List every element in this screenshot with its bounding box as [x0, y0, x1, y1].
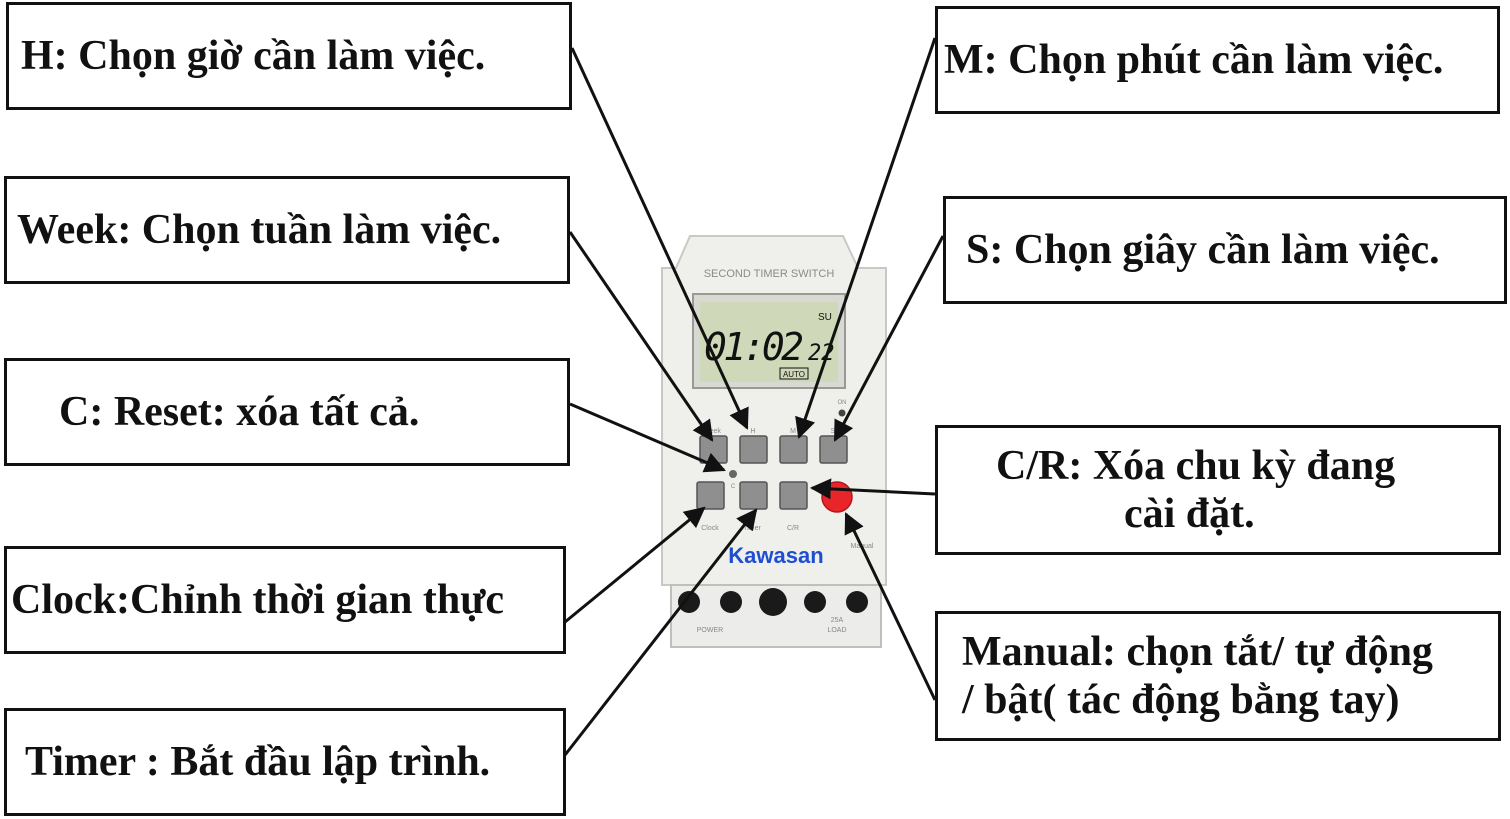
- label-c: C: Reset: xóa tất cả.: [4, 358, 570, 466]
- terminal-2: [720, 591, 742, 613]
- brand-logo: Kawasan: [728, 543, 823, 568]
- lcd-time: 01:02: [704, 325, 804, 369]
- label-c-small: C: [731, 484, 736, 490]
- arrow-s: [833, 235, 945, 442]
- label-h-small: H: [750, 428, 755, 435]
- arrow-clock: [564, 506, 706, 624]
- indicator-led: [838, 409, 846, 417]
- label-week-text: Week: Chọn tuần làm việc.: [17, 206, 502, 253]
- label-s-text: S: Chọn giây cần làm việc.: [966, 226, 1440, 273]
- label-h: H: Chọn giờ cần làm việc.: [6, 2, 572, 110]
- label-cr-text-1: C/R: Xóa chu kỳ đang: [996, 442, 1396, 489]
- label-s-small: S: [831, 428, 836, 435]
- label-timer-text: Timer : Bắt đầu lập trình.: [25, 738, 491, 785]
- arrow-cr: [809, 478, 936, 500]
- device-title: SECOND TIMER SWITCH: [704, 268, 835, 280]
- label-week: Week: Chọn tuần làm việc.: [4, 176, 570, 284]
- label-manual: Manual: chọn tắt/ tự động / bật( tác độn…: [935, 611, 1501, 741]
- clock-button[interactable]: [696, 481, 725, 510]
- arrow-manual: [844, 512, 937, 701]
- lcd-screen: [700, 302, 838, 382]
- arrow-m: [795, 37, 937, 439]
- lcd-mode-box: [779, 367, 809, 380]
- label-cr-text-2: cài đặt.: [1124, 491, 1255, 537]
- terminal-rating-label: 25A: [831, 617, 844, 624]
- label-h-text: H: Chọn giờ cần làm việc.: [21, 32, 486, 79]
- label-s: S: Chọn giây cần làm việc.: [943, 196, 1507, 304]
- label-c-text: C: Reset: xóa tất cả.: [59, 388, 420, 435]
- terminal-power-label: POWER: [697, 627, 723, 634]
- arrow-timer: [563, 508, 758, 756]
- label-m: M: Chọn phút cần làm việc.: [935, 6, 1500, 114]
- arrow-week: [568, 231, 714, 442]
- arrow-h: [570, 47, 749, 430]
- m-button[interactable]: [779, 435, 808, 464]
- label-clock: Clock:Chỉnh thời gian thực: [4, 546, 566, 654]
- label-clock-small: Clock: [701, 525, 719, 532]
- lcd-mode: AUTO: [783, 370, 805, 379]
- label-manual-text-2: / bật( tác động bằng tay): [962, 677, 1400, 723]
- terminal-1: [678, 591, 700, 613]
- lcd-day: SU: [818, 312, 832, 323]
- terminal-4: [804, 591, 826, 613]
- label-timer: Timer : Bắt đầu lập trình.: [4, 708, 566, 816]
- reset-pinhole[interactable]: [729, 470, 737, 478]
- h-button[interactable]: [739, 435, 768, 464]
- terminal-3: [759, 588, 787, 616]
- label-cr: C/R: Xóa chu kỳ đang cài đặt.: [935, 425, 1501, 555]
- cr-button[interactable]: [779, 481, 808, 510]
- arrow-c: [569, 402, 726, 473]
- label-m-small: M: [790, 428, 796, 435]
- s-button[interactable]: [819, 435, 848, 464]
- label-m-text: M: Chọn phút cần làm việc.: [944, 36, 1444, 83]
- terminal-load-label: LOAD: [827, 627, 846, 634]
- label-clock-text: Clock:Chỉnh thời gian thực: [11, 576, 505, 623]
- label-manual-text-1: Manual: chọn tắt/ tự động: [962, 628, 1433, 675]
- terminal-5: [846, 591, 868, 613]
- indicator-label: ON: [838, 400, 847, 406]
- label-cr-small: C/R: [787, 525, 799, 532]
